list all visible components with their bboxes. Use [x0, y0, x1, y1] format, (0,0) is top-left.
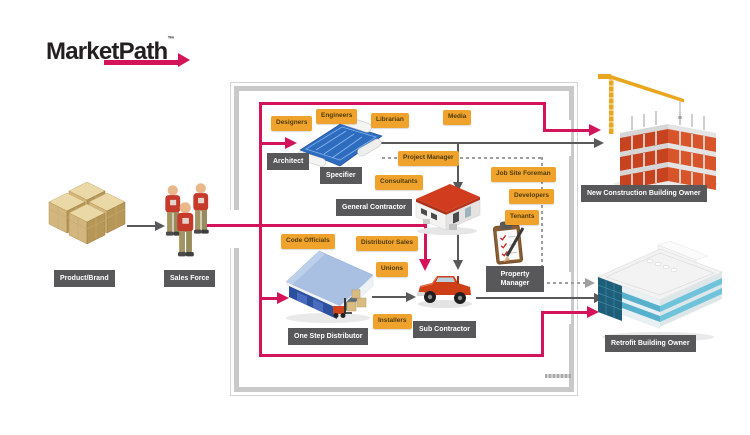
influencer-project-manager: Project Manager	[398, 151, 459, 166]
influencer-engineers: Engineers	[316, 109, 358, 124]
influencer-unions: Unions	[376, 262, 409, 277]
arrowhead-icon	[285, 137, 297, 149]
arrowhead-icon	[589, 124, 601, 136]
pink-spine-line	[259, 102, 262, 357]
logo-trademark: ™	[167, 36, 175, 43]
logo-arrowhead-icon	[178, 53, 190, 67]
arrowhead-icon	[453, 182, 463, 192]
pink-bottom-line	[259, 354, 544, 357]
pink-to-architect-line	[259, 142, 287, 145]
node-label-retrofit-owner: Retrofit Building Owner	[605, 335, 696, 353]
arrowhead-icon	[585, 278, 595, 288]
arrowhead-icon	[594, 138, 604, 148]
product-pallets-illustration	[46, 181, 130, 265]
pink-top-line	[259, 102, 546, 105]
product-to-salesforce-line	[127, 225, 157, 227]
arrowhead-icon	[587, 306, 599, 318]
pink-to-distributor-line	[259, 297, 279, 300]
influencer-job-site-foreman: Job Site Foreman	[491, 167, 556, 182]
node-label-new-construction-owner: New Construction Building Owner	[581, 185, 707, 203]
pickup-truck-illustration	[413, 263, 477, 316]
subcontractor-to-retrofit-line	[476, 297, 596, 299]
influencer-distributor-sales: Distributor Sales	[356, 236, 419, 251]
node-label-architect: Architect	[267, 153, 310, 171]
node-label-one-step-distributor: One Step Distributor	[288, 328, 369, 346]
projectmanager-dotted-line	[382, 157, 542, 159]
propertymanager-dotted-line	[541, 157, 543, 283]
salesforce-people-illustration	[158, 181, 222, 264]
retrofit-building-illustration	[592, 240, 730, 350]
arrowhead-icon	[155, 221, 165, 231]
frame-gap	[555, 120, 571, 156]
pink-to-newconstruction-line	[543, 129, 591, 132]
influencer-media: Media	[443, 110, 472, 125]
blueprint-illustration	[294, 114, 386, 179]
salesforce-channel-line	[206, 224, 427, 227]
arrowhead-icon	[419, 259, 431, 271]
jobsite-trailer-illustration	[413, 181, 483, 242]
node-label-general-contractor: General Contractor	[336, 199, 412, 217]
pink-bottom-rise-line	[541, 311, 544, 357]
influencer-librarian: Librarian	[371, 113, 409, 128]
pink-to-subcontractor-line	[424, 224, 427, 261]
influencer-developers: Developers	[509, 189, 555, 204]
pink-top-drop-line	[543, 102, 546, 132]
propertymanager-to-retrofit-dotted-line	[541, 282, 587, 284]
arrowhead-icon	[277, 292, 289, 304]
arrowhead-icon	[453, 260, 463, 270]
marketpath-logo: MarketPath™	[46, 36, 174, 66]
newconstruction-building-illustration	[584, 70, 726, 197]
arrowhead-icon	[406, 292, 416, 302]
logo-arrow-icon	[104, 60, 178, 65]
fine-print	[545, 374, 571, 378]
influencer-consultants: Consultants	[375, 175, 423, 190]
generalcontractor-to-subcontractor-line	[457, 232, 459, 262]
influencer-installers: Installers	[373, 314, 412, 329]
distributor-to-subcontractor-line	[372, 296, 408, 298]
node-label-product-brand: Product/Brand	[54, 270, 115, 288]
clipboard-illustration	[489, 219, 531, 274]
frame-gap	[227, 210, 243, 248]
node-label-specifier: Specifier	[320, 167, 362, 185]
node-label-property-manager: Property Manager	[486, 266, 544, 293]
influencer-designers: Designers	[271, 116, 313, 131]
specifier-to-newconstruction-line	[380, 142, 596, 144]
influencer-code-officials: Code Officials	[281, 234, 335, 249]
node-label-sales-force: Sales Force	[164, 270, 216, 288]
pink-to-retrofit-line	[541, 311, 589, 314]
warehouse-illustration	[283, 242, 377, 331]
influencer-tenants: Tenants	[505, 210, 540, 225]
node-label-sub-contractor: Sub Contractor	[413, 321, 476, 339]
